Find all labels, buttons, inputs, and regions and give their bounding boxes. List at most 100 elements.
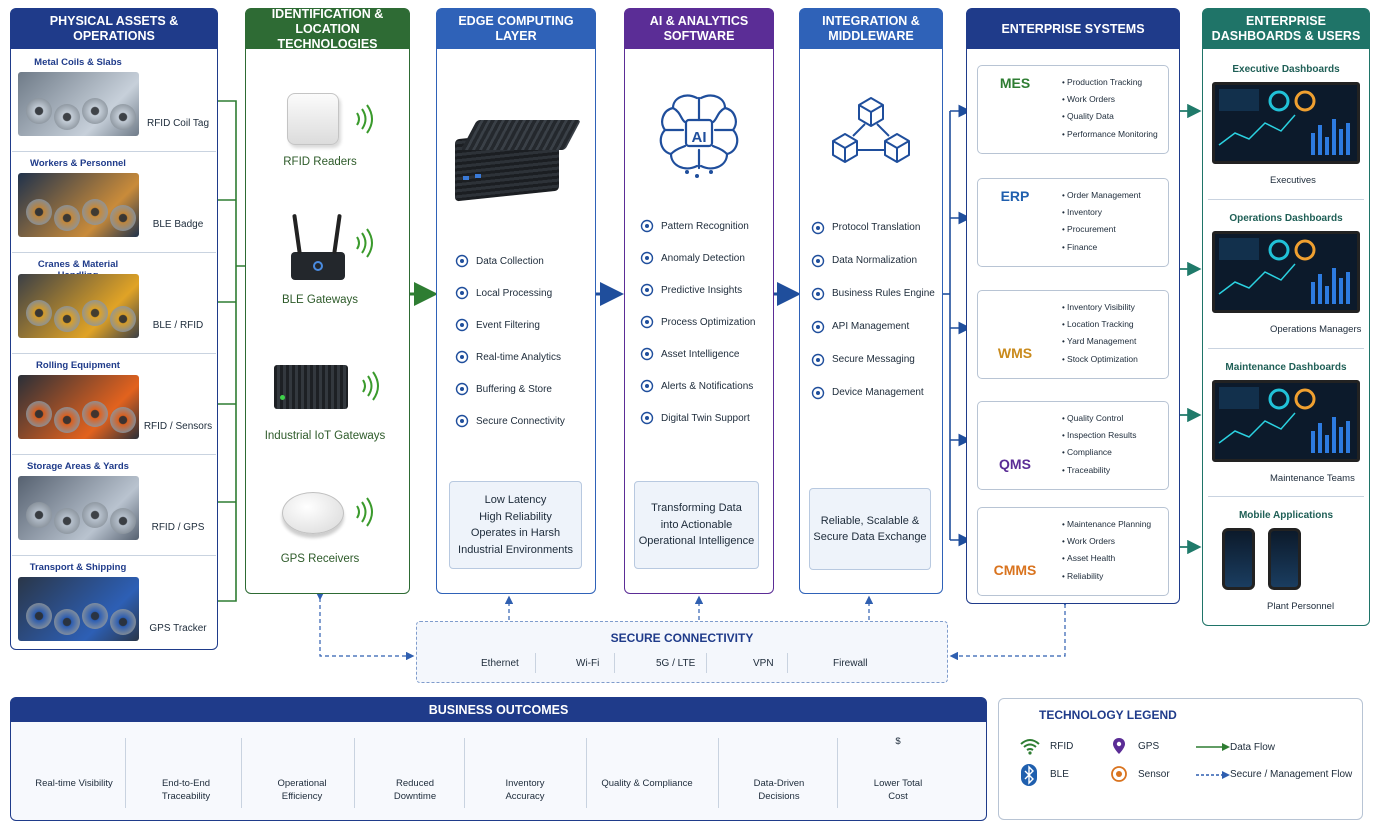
- enterprise-feature: Inventory Visibility: [1062, 299, 1138, 316]
- capability-icon: [448, 318, 476, 332]
- capability-item: Alerts & Notifications: [633, 370, 773, 402]
- enterprise-feature: Finance: [1062, 239, 1141, 256]
- summary-line: into Actionable: [660, 518, 733, 531]
- legend-title: TECHNOLOGY LEGEND: [1039, 708, 1177, 722]
- capability-item: Asset Intelligence: [633, 338, 773, 370]
- capability-label: Asset Intelligence: [661, 348, 740, 360]
- wireless-signal-icon: [362, 371, 379, 401]
- capability-item: Process Optimization: [633, 306, 773, 338]
- enterprise-feature: Inventory: [1062, 204, 1141, 221]
- dashboard-user-label: Operations Managers: [1270, 324, 1362, 335]
- ble-gateway-device: [291, 213, 345, 280]
- enterprise-feature: Performance Monitoring: [1062, 126, 1158, 143]
- enterprise-feature: Order Management: [1062, 187, 1141, 204]
- capability-label: Buffering & Store: [476, 383, 552, 395]
- capability-item: Digital Twin Support: [633, 402, 773, 434]
- asset-divider: [12, 151, 216, 152]
- integration-bracket: [943, 104, 972, 547]
- capability-icon: [448, 350, 476, 364]
- capability-item: Event Filtering: [448, 309, 593, 341]
- enterprise-feature: Procurement: [1062, 221, 1141, 238]
- legend-data-flow: Data Flow: [1230, 742, 1276, 753]
- iot-gateway-device: [274, 365, 348, 409]
- summary-line: Operational Intelligence: [638, 535, 755, 548]
- capability-item: API Management: [804, 310, 944, 343]
- capability-icon: [633, 315, 661, 329]
- outcome-label: Efficiency: [281, 790, 323, 802]
- asset-photo: [18, 274, 139, 338]
- capability-label: Data Collection: [476, 255, 544, 267]
- asset-technology-label: GPS Tracker: [149, 623, 207, 634]
- connectivity-label: Ethernet: [481, 658, 519, 669]
- outcome-label: Reduced: [395, 778, 435, 789]
- outcome-label: Cost: [888, 790, 908, 802]
- capability-label: Protocol Translation: [832, 222, 921, 233]
- enterprise-feature: Work Orders: [1062, 533, 1151, 550]
- capability-label: Device Management: [832, 387, 924, 398]
- capability-item: Buffering & Store: [448, 373, 593, 405]
- connectivity-divider: [535, 653, 536, 673]
- enterprise-system-cmms: CMMSMaintenance PlanningWork OrdersAsset…: [977, 507, 1169, 596]
- enterprise-feature-list: Order ManagementInventoryProcurementFina…: [1062, 187, 1141, 256]
- enterprise-feature-list: Inventory VisibilityLocation TrackingYar…: [1062, 299, 1138, 368]
- summary-line: Operates in Harsh: [470, 527, 561, 539]
- outcome-divider: [241, 738, 242, 808]
- sensor-icon: [1111, 766, 1127, 782]
- enterprise-feature: Work Orders: [1062, 91, 1158, 108]
- legend-gps: GPS: [1138, 741, 1160, 752]
- enterprise-system-mes: MESProduction TrackingWork OrdersQuality…: [977, 65, 1169, 154]
- summary-line: Industrial Environments: [458, 543, 573, 556]
- physical-assets-header: PHYSICAL ASSETS & OPERATIONS: [11, 9, 217, 49]
- outcome-label: End-to-End: [161, 778, 211, 789]
- capability-item: Data Collection: [448, 245, 593, 277]
- asset-photo: [18, 375, 139, 439]
- asset-title: Storage Areas & Yards: [27, 461, 129, 472]
- secure-connectivity-panel: SECURE CONNECTIVITY: [416, 621, 948, 683]
- capability-icon: [633, 411, 661, 425]
- integration-header: INTEGRATION & MIDDLEWARE: [800, 9, 942, 49]
- gps-pin-icon: [1113, 738, 1125, 754]
- capability-item: Pattern Recognition: [633, 210, 773, 242]
- asset-photo: [18, 476, 139, 540]
- connectivity-label: 5G / LTE: [656, 658, 696, 669]
- secure-flow-lines: [315, 592, 1070, 661]
- dashboard-user-label: Executives: [1270, 175, 1316, 186]
- cost-down-icon: $: [843, 736, 953, 770]
- capability-label: Data Normalization: [832, 255, 918, 266]
- outcome-label: Traceability: [161, 790, 211, 802]
- rfid-wifi-icon: [1020, 739, 1040, 755]
- enterprise-system-name: QMS: [999, 456, 1031, 472]
- capability-item: Predictive Insights: [633, 274, 773, 306]
- legend-secure-flow: Secure / Management Flow: [1230, 769, 1353, 780]
- enterprise-feature: Reliability: [1062, 568, 1151, 585]
- svg-text:$: $: [895, 736, 901, 747]
- outcome-divider: [586, 738, 587, 808]
- enterprise-system-qms: QMSQuality ControlInspection ResultsComp…: [977, 401, 1169, 490]
- business-outcomes-header: BUSINESS OUTCOMES: [11, 698, 986, 722]
- asset-title: Metal Coils & Slabs: [34, 57, 122, 68]
- capability-item: Device Management: [804, 376, 944, 409]
- secure-connectivity-title: SECURE CONNECTIVITY: [610, 631, 754, 645]
- asset-technology-label: BLE / RFID: [152, 320, 204, 331]
- connectivity-label: Firewall: [833, 658, 868, 669]
- capability-item: Protocol Translation: [804, 211, 944, 244]
- outcome-divider: [837, 738, 838, 808]
- eye-icon: [19, 736, 129, 770]
- ident-label-gps: GPS Receivers: [280, 553, 360, 565]
- wireless-signal-icon: [356, 497, 373, 527]
- dashboard-preview-graphic: [1218, 238, 1350, 304]
- asset-technology-label: RFID / GPS: [151, 522, 205, 533]
- capability-icon: [633, 283, 661, 297]
- gear-icon: [247, 736, 357, 770]
- outcome-divider: [718, 738, 719, 808]
- summary-line: Reliable, Scalable &: [820, 514, 920, 527]
- box-check-icon: [470, 736, 580, 770]
- outcome-divider: [464, 738, 465, 808]
- secure-flow-arrow-icon: [1196, 771, 1230, 779]
